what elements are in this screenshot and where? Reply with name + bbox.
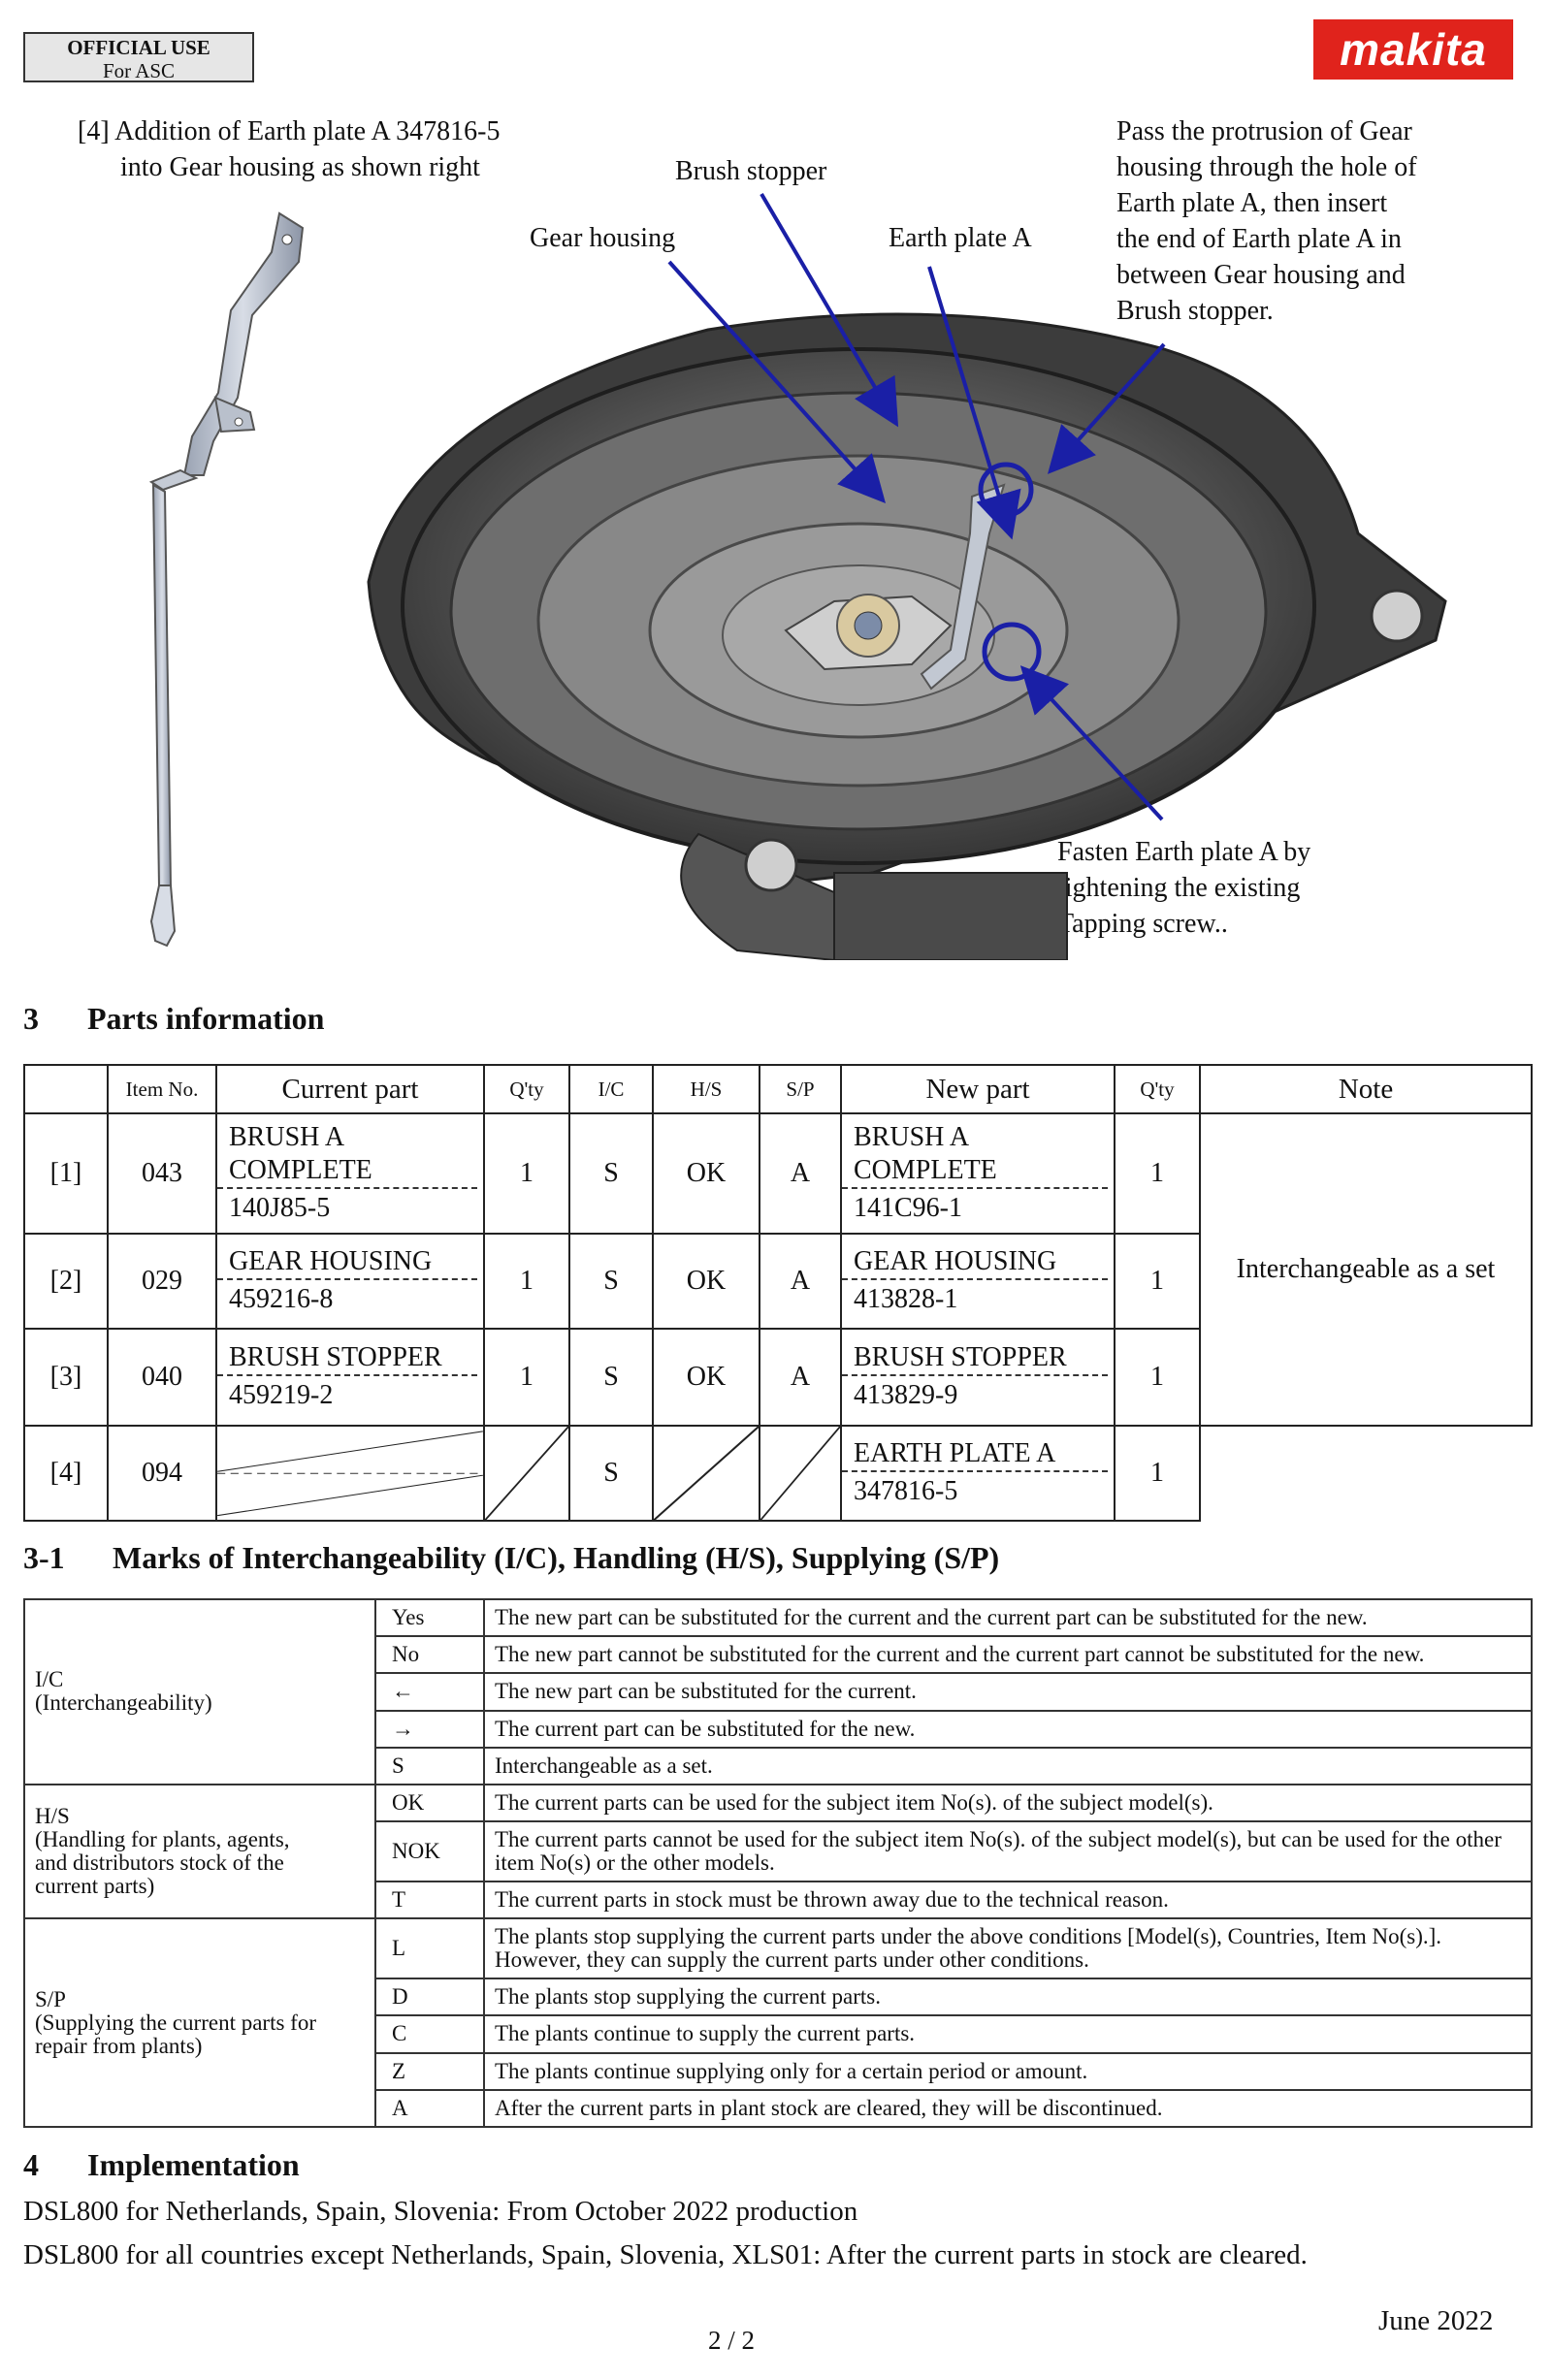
header-new-part: New part [840,1063,1116,1115]
header-current-part: Current part [215,1063,485,1115]
official-use-stamp: OFFICIAL USE For ASC [23,32,254,82]
table-row: A After the current parts in plant stock… [24,2088,1533,2129]
implementation-line2: DSL800 for all countries except Netherla… [23,2239,1308,2270]
implementation-line1: DSL800 for Netherlands, Spain, Slovenia:… [23,2196,858,2227]
label-earth-plate: Earth plate A [889,223,1032,253]
gear-housing-drawing [367,312,1447,960]
header-qty: Q'ty [483,1063,570,1115]
table-row: I/C (Interchangeability) Yes The new par… [23,1597,1533,1785]
callout-arrows [667,192,1166,821]
empty-current-part [215,1424,485,1523]
stamp-line1: OFFICIAL USE [67,36,210,59]
header-ic: I/C [568,1063,654,1115]
table-row: Z The plants continue supplying only for… [24,2051,1533,2091]
marks-table: I/C (Interchangeability) Yes The new par… [23,1597,1533,2129]
page-number: 2 / 2 [708,2326,756,2355]
hs-category: H/S (Handling for plants, agents, and di… [23,1783,376,1920]
figure-caption-line1: [4] Addition of Earth plate A 347816-5 [78,116,501,146]
note-bottom: Fasten Earth plate A by tightening the e… [1057,837,1311,939]
parts-header-row: Item No. Current part Q'ty I/C H/S S/P N… [23,1063,1533,1115]
note-top: Pass the protrusion of Gear housing thro… [1116,116,1417,326]
header-item-no: Item No. [107,1063,217,1115]
header-sp: S/P [759,1063,842,1115]
header-blank [23,1063,109,1115]
stamp-line2: For ASC [102,59,176,82]
sp-category: S/P (Supplying the current parts for rep… [23,1917,376,2128]
table-row: D The plants stop supplying the current … [24,1978,1533,2017]
earth-plate-drawing [148,211,305,948]
makita-logo: makita [1313,19,1513,80]
label-gear-housing: Gear housing [530,223,676,253]
ic-category: I/C (Interchangeability) [23,1598,376,1785]
header-hs: H/S [652,1063,760,1115]
table-row: S Interchangeable as a set. [24,1746,1533,1785]
figure-caption-line2: into Gear housing as shown right [120,152,480,182]
table-row: T The current parts in stock must be thr… [24,1881,1533,1920]
table-row: No The new part cannot be substituted fo… [24,1635,1533,1675]
table-row: ← The new part can be substituted for th… [24,1672,1533,1712]
label-brush-stopper: Brush stopper [675,156,827,186]
header-note: Note [1199,1063,1533,1115]
table-row: → The current part can be substituted fo… [24,1709,1533,1749]
table-row: H/S (Handling for plants, agents, and di… [23,1783,1533,1920]
header-qty2: Q'ty [1114,1063,1201,1115]
document-date: June 2022 [1378,2305,1494,2336]
parts-table: Item No. Current part Q'ty I/C H/S S/P N… [23,1063,1533,1523]
note-cell: Interchangeable as a set [1199,1112,1533,1427]
table-row: NOK The current parts cannot be used for… [24,1820,1533,1883]
table-row: S/P (Supplying the current parts for rep… [23,1917,1533,2128]
table-row: C The plants continue to supply the curr… [24,2014,1533,2054]
